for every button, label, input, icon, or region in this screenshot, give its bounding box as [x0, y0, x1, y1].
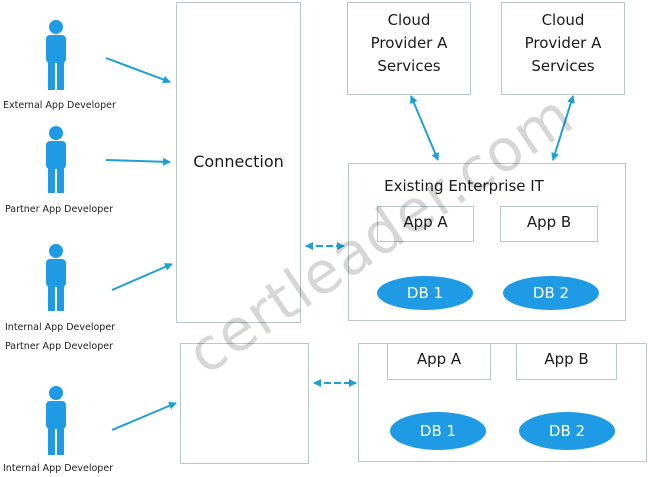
- app-label: App B: [544, 350, 589, 368]
- database-db2: DB 2: [503, 276, 599, 310]
- arrow-internal2-to-lower: [111, 402, 177, 431]
- actor-label: Partner App Developer: [5, 204, 113, 215]
- cloud-provider-label: Cloud Provider A Services: [370, 11, 448, 75]
- actor-label: Internal App Developer: [3, 463, 114, 474]
- connection-box: [176, 2, 301, 323]
- connection-label: Connection: [193, 152, 284, 171]
- arrow-cloud2-enterprise: [551, 95, 575, 161]
- app-label: App A: [416, 350, 462, 368]
- app-box: [377, 206, 474, 242]
- cloud-provider-box: [347, 2, 471, 95]
- actor-label: Internal App Developer: [5, 322, 116, 333]
- person-icon: [46, 244, 66, 311]
- app-box: [500, 206, 598, 242]
- app-box: [516, 343, 617, 380]
- lower-connection-box: [180, 343, 309, 464]
- person-icon: [46, 126, 66, 193]
- arrow-external-to-connection: [105, 57, 171, 84]
- enterprise-it-title: Existing Enterprise IT: [384, 177, 544, 195]
- actor-label: External App Developer: [3, 100, 116, 111]
- actor-label: Partner App Developer: [5, 341, 113, 352]
- person-icon: [46, 386, 66, 455]
- database-db1: DB 1: [390, 412, 486, 450]
- arrow-partner-to-connection: [105, 157, 171, 166]
- person-icon: [46, 20, 66, 90]
- database-db1: DB 1: [377, 276, 473, 310]
- database-db2: DB 2: [519, 412, 615, 450]
- arrow-cloud1-enterprise: [410, 95, 439, 161]
- app-box: [387, 343, 491, 380]
- cloud-provider-box: [501, 2, 625, 95]
- cloud-provider-label: Cloud Provider A Services: [524, 11, 602, 75]
- app-label: App B: [526, 213, 572, 231]
- app-label: App A: [403, 213, 448, 231]
- arrow-internal-to-connection: [111, 263, 173, 291]
